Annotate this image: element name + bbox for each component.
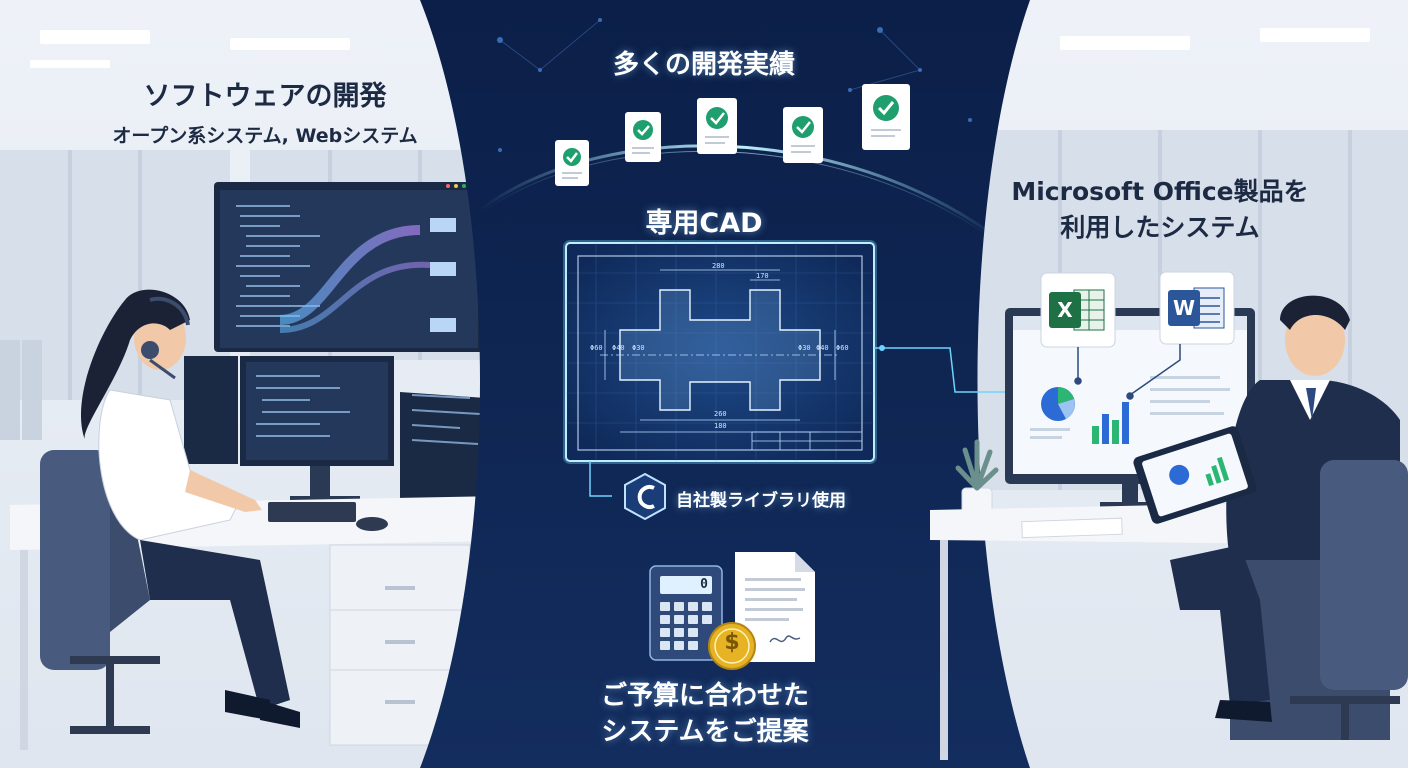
cad-dim-label: 180 — [714, 422, 727, 430]
achievements-title: 多くの開発実績 — [612, 50, 795, 80]
c-language-icon — [624, 472, 666, 521]
cad-dim-label: Φ30 — [632, 344, 645, 352]
cad-title: 専用CAD — [645, 208, 763, 239]
coin-icon — [708, 622, 756, 670]
budget-line-2: システムをご提案 — [601, 717, 809, 747]
office-title-line-1: Microsoft Office製品を — [1011, 177, 1309, 206]
system-types-subtitle: オープン系システム, Webシステム — [112, 125, 418, 147]
binder-shelf — [0, 340, 42, 440]
calculator-display: 0 — [700, 577, 708, 592]
software-development-title: ソフトウェアの開発 — [143, 81, 387, 112]
coin-symbol: $ — [724, 630, 740, 655]
right-chair — [1290, 460, 1408, 740]
budget-proposal-text: ご予算に合わせた システムをご提案 — [540, 678, 870, 750]
cad-dim-label: 280 — [712, 262, 725, 270]
cad-dim-label: Φ60 — [590, 344, 603, 352]
achievement-documents — [555, 84, 910, 186]
excel-icon — [1040, 272, 1116, 348]
in-house-library-label: 自社製ライブラリ使用 — [676, 491, 846, 511]
ceiling-lights — [30, 30, 350, 68]
cad-dim-label: Φ40 — [612, 344, 625, 352]
large-monitor — [214, 182, 484, 352]
office-system-title: Microsoft Office製品を 利用したシステム — [960, 174, 1360, 246]
cad-dim-label: Φ30 — [798, 344, 811, 352]
word-icon — [1159, 271, 1235, 345]
tablet-device — [1133, 426, 1257, 524]
cad-dim-label: Φ40 — [816, 344, 829, 352]
cad-dim-label: 260 — [714, 410, 727, 418]
cad-dim-label: 170 — [756, 272, 769, 280]
bar-chart — [1092, 402, 1129, 444]
excel-letter: X — [1057, 298, 1073, 322]
pie-chart — [1041, 387, 1075, 421]
calculator-icon — [649, 565, 723, 661]
word-letter: W — [1172, 296, 1196, 320]
cad-blueprint — [563, 240, 1048, 497]
woman-developer — [40, 289, 300, 734]
office-title-line-2: 利用したシステム — [1060, 213, 1260, 242]
proposal-document-icon — [735, 552, 815, 662]
cad-dim-label: Φ60 — [836, 344, 849, 352]
budget-line-1: ご予算に合わせた — [600, 681, 809, 711]
